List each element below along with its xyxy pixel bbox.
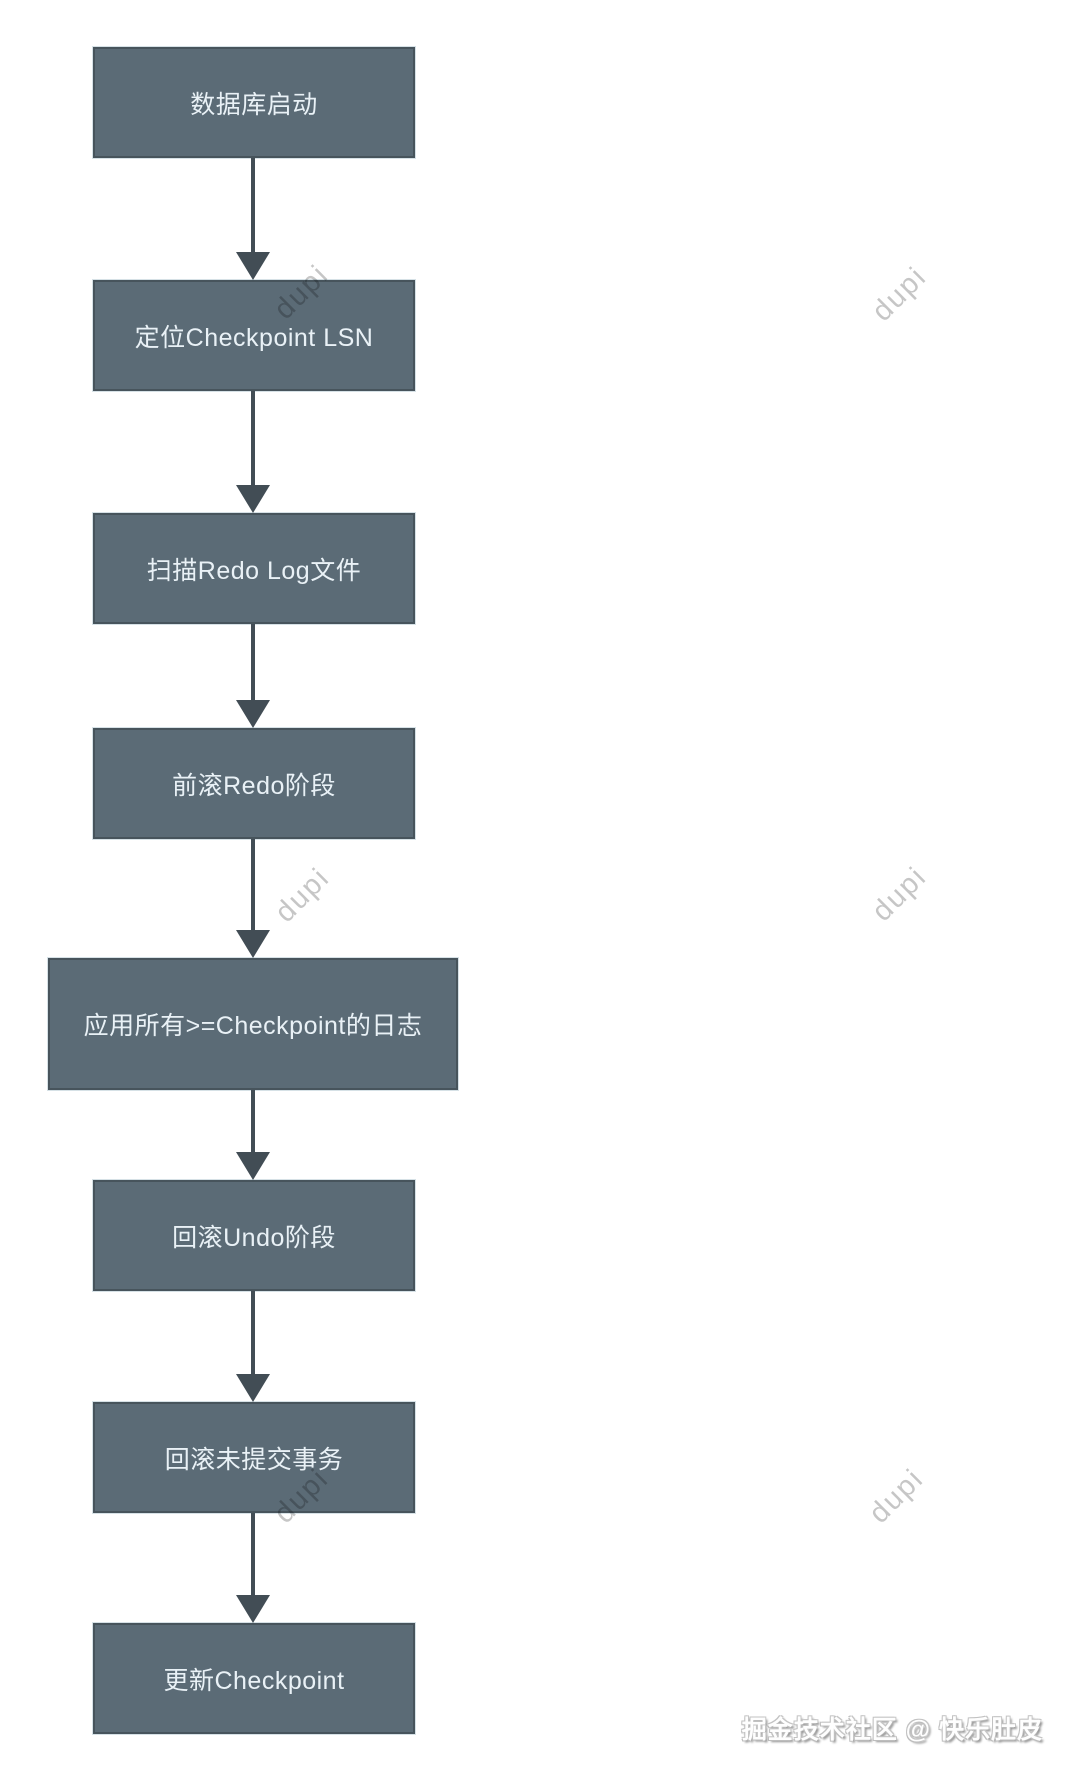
flow-node-db-start: 数据库启动 [93,47,415,158]
flow-node-label: 扫描Redo Log文件 [146,556,362,585]
arrow-down-icon [236,1152,270,1180]
arrow-line [251,391,255,485]
arrow-line [251,158,255,252]
arrow-line [251,839,255,930]
flow-node-label: 应用所有>=Checkpoint的日志 [83,1012,423,1040]
arrow-down-icon [236,252,270,280]
flow-node-redo-roll-forward: 前滚Redo阶段 [93,728,415,839]
flow-node-update-checkpoint: 更新Checkpoint [93,1623,415,1734]
watermark-text: dupi [866,860,934,928]
flow-node-scan-redo-log: 扫描Redo Log文件 [93,513,415,624]
flow-node-label: 回滚未提交事务 [164,1445,344,1474]
arrow-line [251,1513,255,1595]
flow-node-rollback-uncommitted: 回滚未提交事务 [93,1402,415,1513]
arrow-down-icon [236,485,270,513]
flow-node-label: 更新Checkpoint [163,1666,345,1695]
flow-node-label: 定位Checkpoint LSN [134,323,374,352]
arrow-line [251,624,255,700]
watermark-text: dupi [863,1462,931,1530]
arrow-down-icon [236,930,270,958]
credit-text: 掘金技术社区 @ 快乐肚皮 [741,1716,1043,1744]
flow-node-apply-logs: 应用所有>=Checkpoint的日志 [48,958,458,1090]
arrow-line [251,1291,255,1374]
arrow-down-icon [236,700,270,728]
flow-node-label: 回滚Undo阶段 [172,1223,336,1252]
arrow-down-icon [236,1374,270,1402]
flow-node-locate-checkpoint-lsn: 定位Checkpoint LSN [93,280,415,391]
arrow-line [251,1090,255,1152]
watermark-text: dupi [866,260,934,328]
flow-node-label: 数据库启动 [190,90,318,119]
flow-node-label: 前滚Redo阶段 [172,771,336,800]
arrow-down-icon [236,1595,270,1623]
flow-node-undo-rollback: 回滚Undo阶段 [93,1180,415,1291]
